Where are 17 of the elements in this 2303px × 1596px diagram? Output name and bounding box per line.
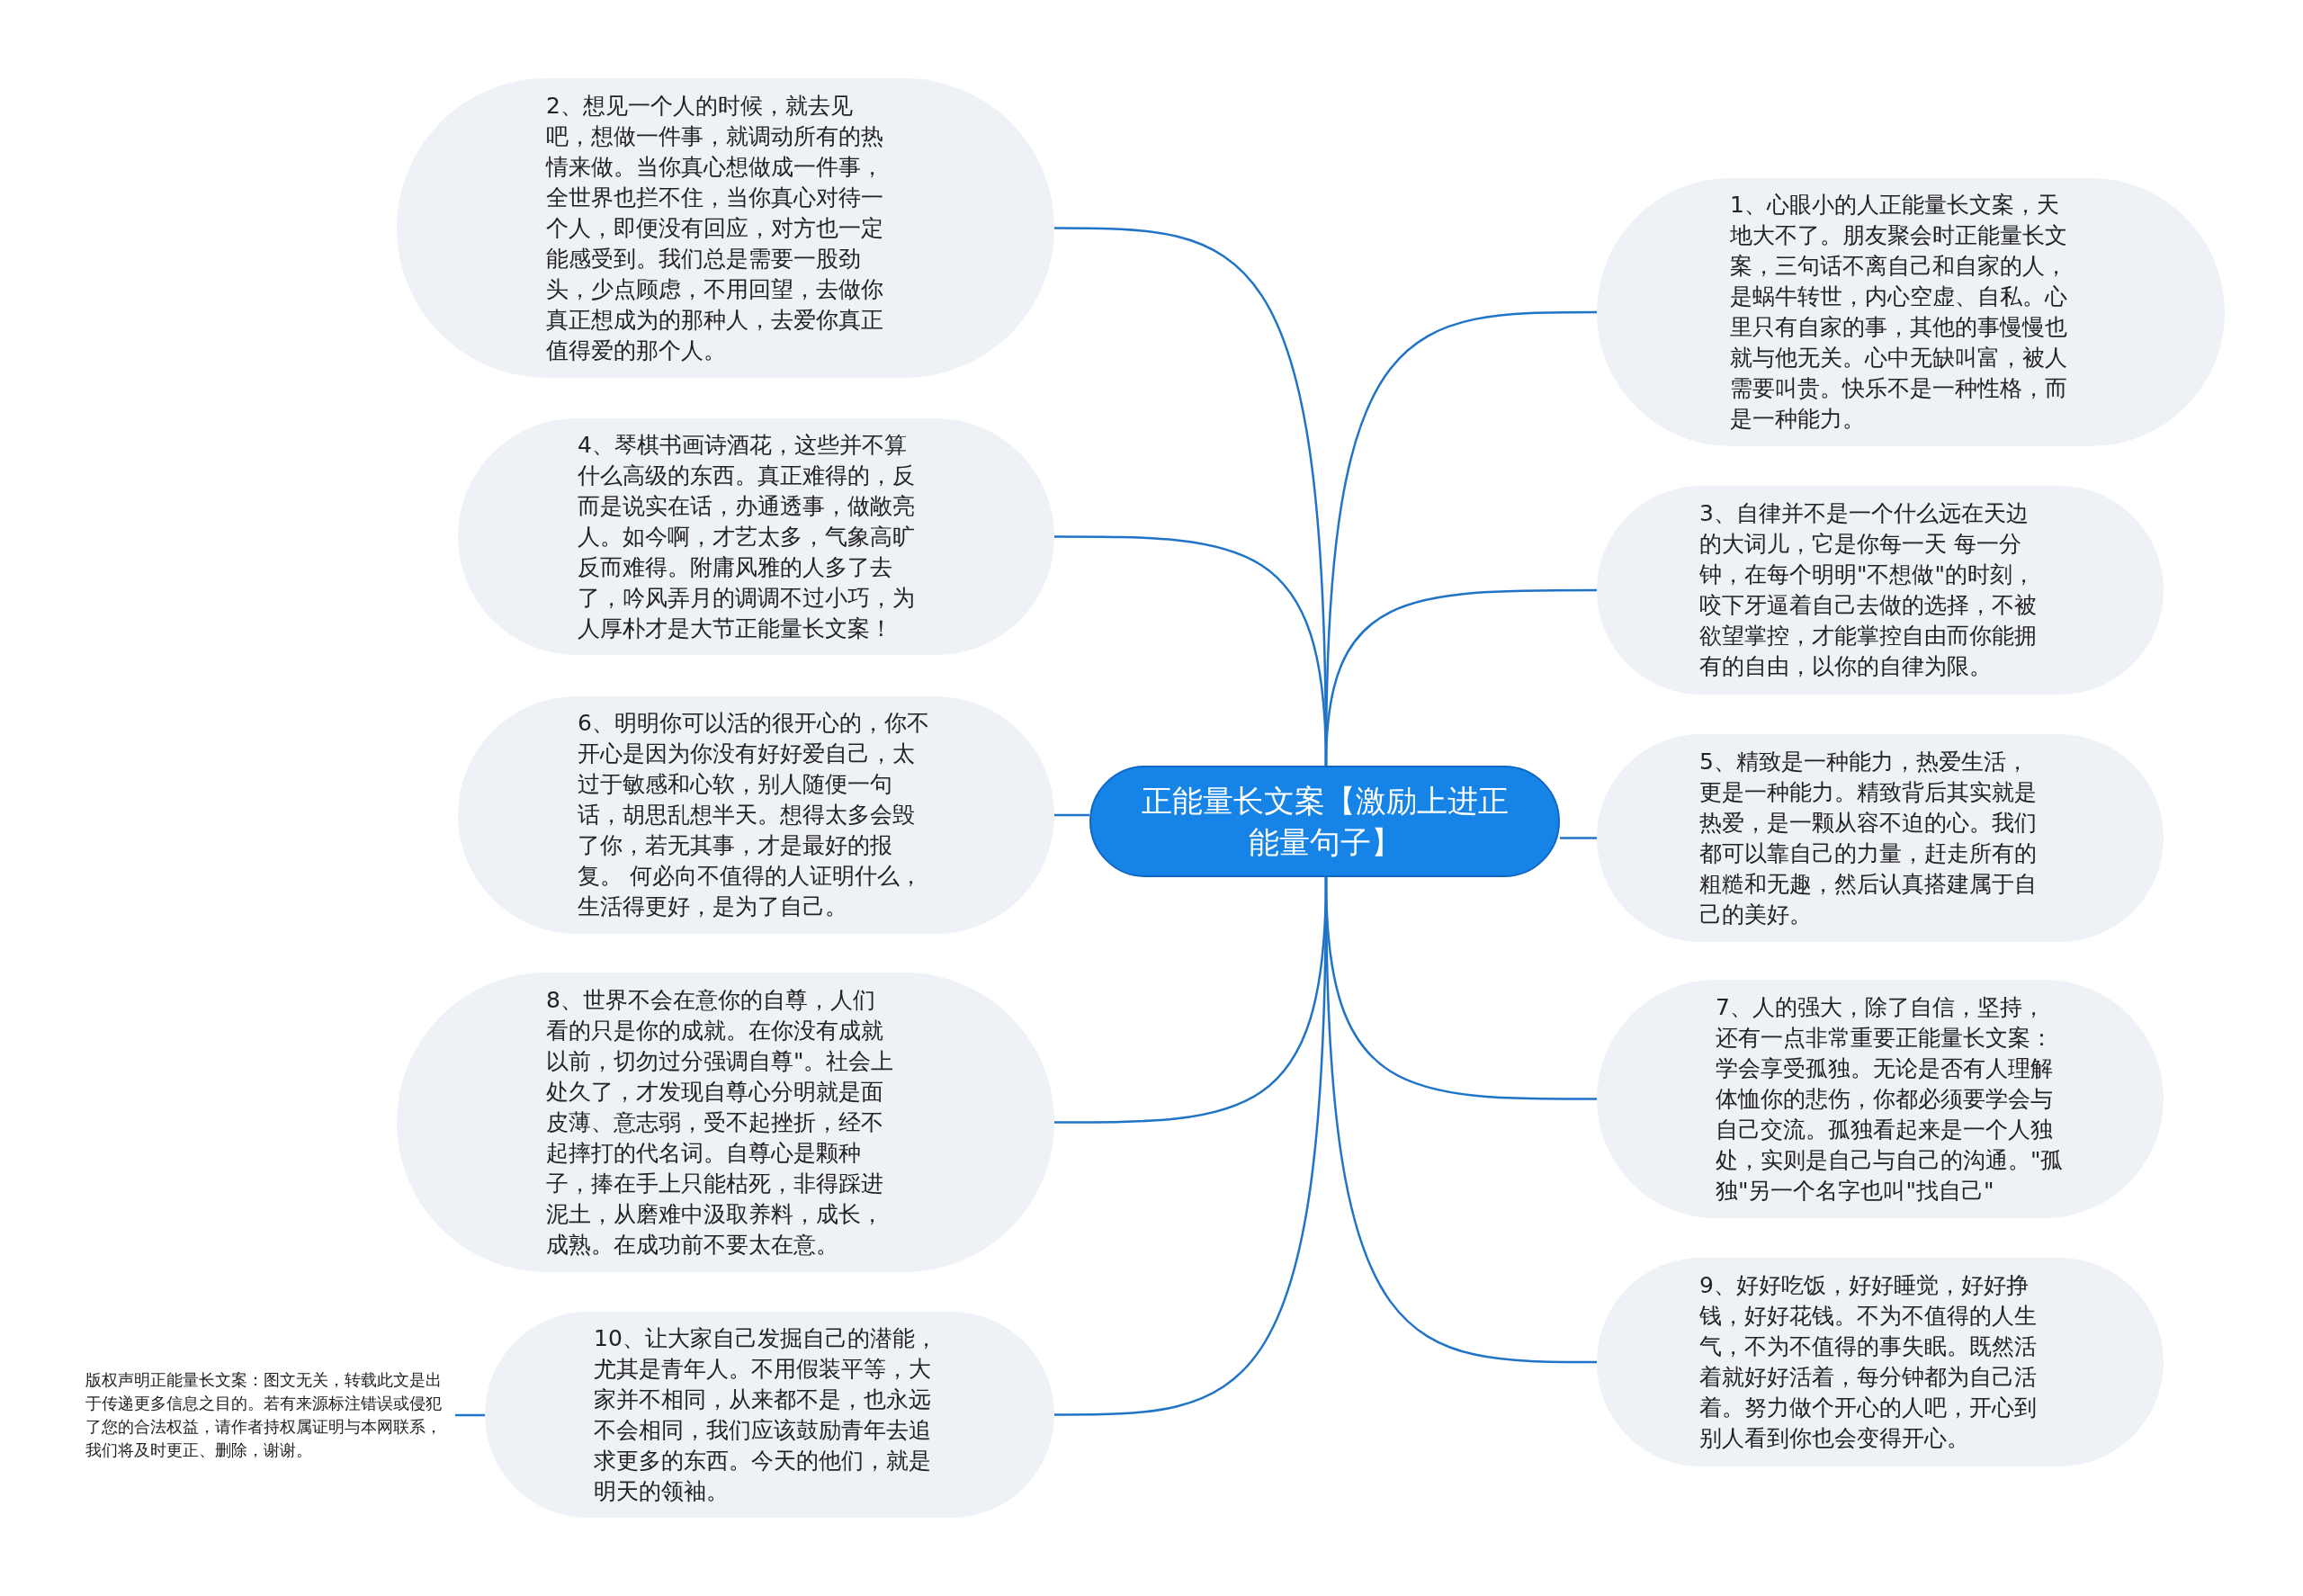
connector-line (1054, 813, 1089, 817)
connector-line (1560, 837, 1597, 839)
topic-bubble: 3、自律并不是一个什么远在天边的大词儿，它是你每一天 每一分钟，在每个明明"不想做"的时刻，咬下牙逼着自己去做的选择，不被欲望掌控，才能掌控自由而你能拥有的自由，以你的自律为限。 (1597, 486, 2164, 695)
topic-bubble: 8、世界不会在意你的自尊，人们看的只是你的成就。在你没有成就以前，切勿过分强调自尊"。社会上处久了，才发现自尊心分明就是面皮薄、意志弱，受不起挫折，经不起摔打的代名词。自尊心是颗种子，捧在手上只能枯死，非得踩进泥土，从磨难中汲取养料，成长，成熟。在成功前不要太在意。 (397, 973, 1054, 1272)
topic-bubble: 4、琴棋书画诗酒花，这些并不算什么高级的东西。真正难得的，反而是说实在话，办通透事，做敞亮人。如今啊，才艺太多，气象高旷反而难得。附庸风雅的人多了去了，吟风弄月的调调不过小巧，为人厚朴才是大节正能量长文案！ (458, 418, 1054, 655)
topic-bubble: 6、明明你可以活的很开心的，你不开心是因为你没有好好爱自己，太过于敏感和心软，别人随便一句话，胡思乱想半天。想得太多会毁了你，若无其事，才是最好的报复。 何必向不值得的人证明什么，生活得更好，是为了自己。 (458, 696, 1054, 934)
copyright-note: 版权声明正能量长文案：图文无关，转载此文是出于传递更多信息之目的。若有来源标注错误或侵犯了您的合法权益，请作者持权属证明与本网联系，我们将及时更正、删除，谢谢。 (85, 1367, 450, 1463)
topic-bubble: 9、好好吃饭，好好睡觉，好好挣钱，好好花钱。不为不值得的人生气，不为不值得的事失眠。既然活着就好好活着，每分钟都为自己活着。努力做个开心的人吧，开心到别人看到你也会变得开心。 (1597, 1258, 2164, 1466)
topic-bubble: 7、人的强大，除了自信，坚持，还有一点非常重要正能量长文案：学会享受孤独。无论是否有人理解体恤你的悲伤，你都必须要学会与自己交流。孤独看起来是一个人独处，实则是自己与自己的沟通。"孤独"另一个名字也叫"找自己" (1597, 980, 2164, 1218)
topic-bubble: 1、心眼小的人正能量长文案，天地大不了。朋友聚会时正能量长文案，三句话不离自己和自家的人，是蜗牛转世，内心空虚、自私。心里只有自家的事，其他的事慢慢也就与他无关。心中无缺叫富，被人需要叫贵。快乐不是一种性格，而是一种能力。 (1597, 178, 2225, 446)
connector-line (1054, 877, 1328, 1416)
topic-bubble: 2、想见一个人的时候，就去见吧，想做一件事，就调动所有的热情来做。当你真心想做成一件事，全世界也拦不住，当你真心对待一个人，即便没有回应，对方也一定能感受到。我们总是需要一股劲头，少点顾虑，不用回望，去做你真正想成为的那种人，去爱你真正值得爱的那个人。 (397, 78, 1054, 378)
topic-bubble: 10、让大家自己发掘自己的潜能，尤其是青年人。不用假装平等，大家并不相同，从来都不是，也永远不会相同，我们应该鼓励青年去追求更多的东西。今天的他们，就是明天的领袖。 (485, 1312, 1054, 1518)
connector-line (1054, 535, 1328, 767)
central-topic: 正能量长文案【激励上进正能量句子】 (1089, 766, 1560, 877)
topic-bubble: 5、精致是一种能力，热爱生活，更是一种能力。精致背后其实就是热爱，是一颗从容不迫的心。我们都可以靠自己的力量，赶走所有的粗糙和无趣，然后认真搭建属于自己的美好。 (1597, 734, 2164, 942)
connector-line (455, 1413, 485, 1417)
